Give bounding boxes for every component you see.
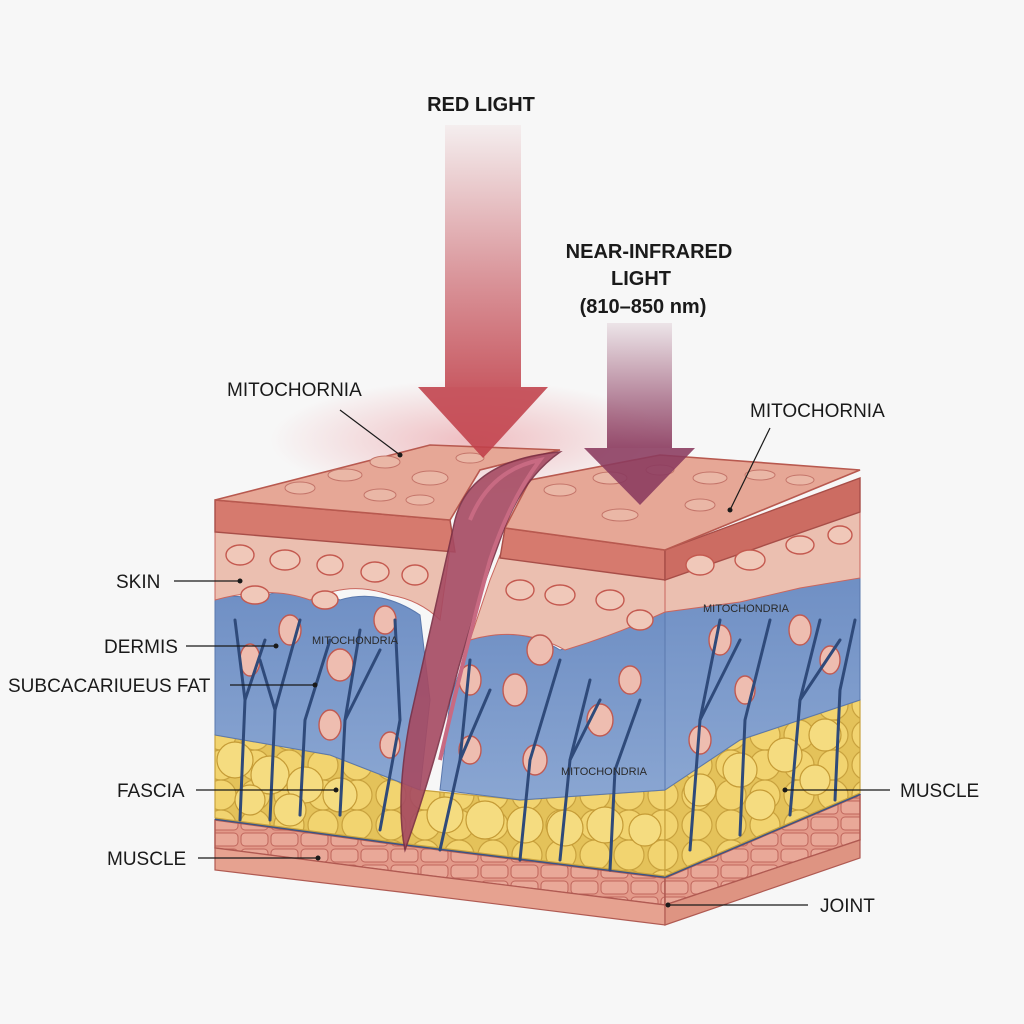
central-vessel-highlight xyxy=(438,457,545,761)
muscle-layer-side-lower xyxy=(664,839,861,926)
label-joint: JOINT xyxy=(820,896,875,917)
nir-light-label-line2: LIGHT xyxy=(611,268,671,290)
epidermis-side xyxy=(664,476,861,581)
label-skin: SKIN xyxy=(116,572,160,593)
mito-inner-right-upper-label: MITOCHONDRIA xyxy=(703,603,790,615)
label-fascia: FASCIA xyxy=(117,781,185,802)
blood-vessels xyxy=(233,618,857,872)
label-subcutaneous-fat: SUBCACARIUEUS FAT xyxy=(8,676,211,697)
label-dermis: DERMIS xyxy=(104,637,178,658)
nir-light-label-line1: NEAR-INFRARED xyxy=(566,241,733,263)
label-muscle-right: MUSCLE xyxy=(900,781,979,802)
nir-light-arrow xyxy=(584,323,695,505)
central-vessel xyxy=(400,451,563,853)
label-mito-top-left: MITOCHORNIA xyxy=(227,380,362,401)
label-mito-top-right: MITOCHORNIA xyxy=(750,401,885,422)
dermis-cells xyxy=(225,525,853,631)
mito-inner-left-label: MITOCHONDRIA xyxy=(312,635,399,647)
fat-globules xyxy=(216,718,842,847)
label-muscle-left: MUSCLE xyxy=(107,849,186,870)
red-light-arrow xyxy=(418,125,548,458)
red-light-label: RED LIGHT xyxy=(427,94,535,116)
blue-layer-cells xyxy=(239,605,841,776)
nir-light-label-line3: (810–850 nm) xyxy=(580,296,707,318)
callout-leaders xyxy=(174,409,890,908)
mito-inner-right-lower-label: MITOCHONDRIA xyxy=(561,766,648,778)
